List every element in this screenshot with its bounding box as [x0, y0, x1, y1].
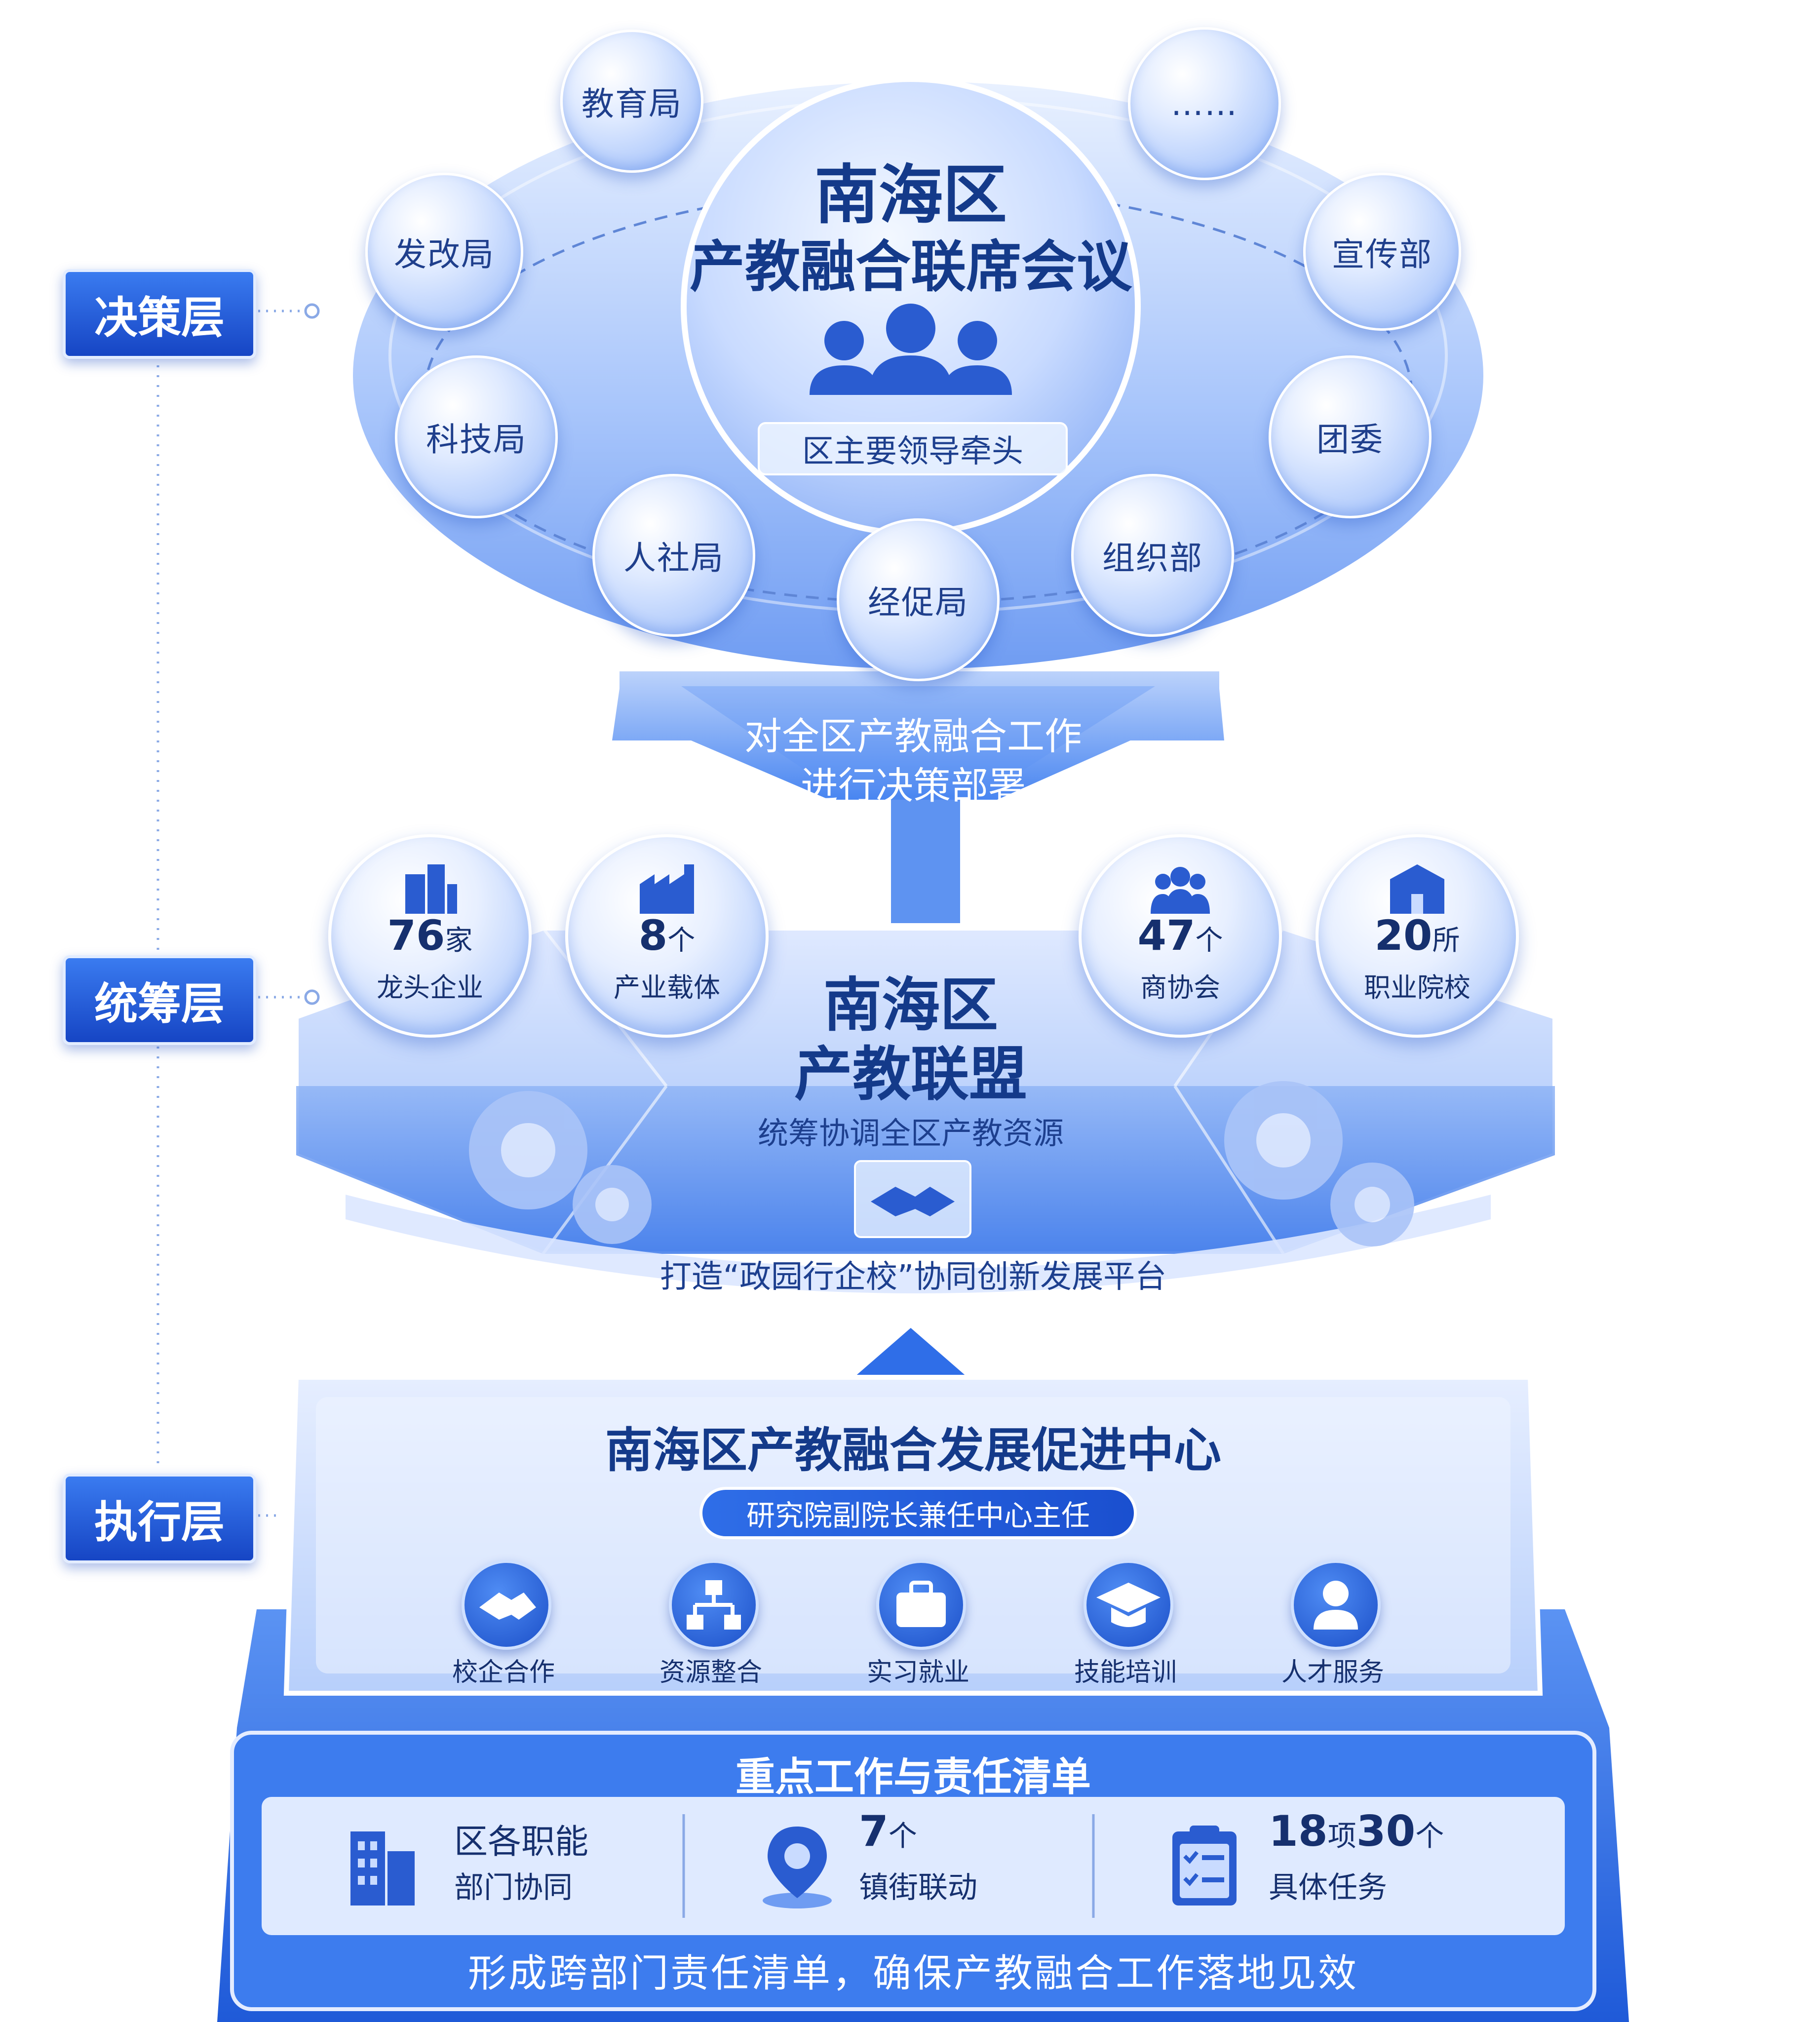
department-bubble: …… [1128, 27, 1281, 180]
department-bubble: 宣传部 [1303, 173, 1461, 331]
coordination-layer-tag: 统筹层 [63, 955, 256, 1045]
platform-label: 打造“政园行企校”协同创新发展平台 [659, 1259, 1167, 1295]
stat-label: 产业载体 [614, 972, 720, 1003]
stat-sphere: 20所 职业院校 [1316, 834, 1519, 1038]
factory-icon [640, 864, 694, 914]
task-list-title: 重点工作与责任清单 [736, 1754, 1091, 1800]
decision-layer-tag: 决策层 [63, 269, 256, 359]
graduation-cap-icon [1084, 1560, 1173, 1650]
decision-lead-label: 区主要领导牵头 [758, 422, 1068, 475]
org-chart-icon [669, 1560, 759, 1650]
arrow-text-line1: 对全区产教融合工作 [744, 714, 1082, 758]
function-label: 实习就业 [866, 1658, 969, 1687]
alliance-title-line2: 产教联盟 [794, 1040, 1027, 1108]
stat-label: 商协会 [1140, 972, 1220, 1003]
person-icon [1291, 1560, 1381, 1650]
department-bubble: 团委 [1269, 355, 1432, 518]
decision-title-line1: 南海区 [814, 157, 1007, 233]
stat-number: 47个 [1137, 911, 1223, 960]
department-bubble: 组织部 [1071, 474, 1234, 637]
stat-sphere: 76家 龙头企业 [328, 834, 532, 1038]
stat-number: 8个 [638, 911, 696, 960]
people-group-icon [810, 304, 1012, 395]
alliance-title-line1: 南海区 [823, 971, 998, 1039]
handshake-icon [462, 1560, 551, 1650]
function-label: 人才服务 [1281, 1658, 1384, 1687]
location-pin-icon [763, 1827, 832, 1908]
execution-layer-tag: 执行层 [63, 1474, 256, 1563]
execution-title: 南海区产教融合发展促进中心 [605, 1423, 1221, 1478]
task-item-line2: 部门协同 [454, 1870, 573, 1905]
buildings-icon [405, 864, 457, 914]
alliance-subtitle: 统筹协调全区产教资源 [757, 1115, 1064, 1151]
function-label: 校企合作 [452, 1658, 555, 1687]
checklist-icon [1172, 1826, 1237, 1905]
task-item-line2: 镇街联动 [859, 1870, 977, 1905]
department-bubble: 人社局 [592, 474, 755, 637]
stat-label: 龙头企业 [377, 972, 483, 1003]
arrow-text-line2: 进行决策部署 [801, 764, 1026, 808]
department-bubble: 发改局 [365, 173, 523, 331]
stat-number: 20所 [1374, 911, 1460, 960]
handshake-icon [871, 1187, 955, 1216]
department-bubble: 科技局 [395, 355, 558, 518]
function-label: 资源整合 [659, 1658, 762, 1687]
school-icon [1390, 864, 1444, 914]
stat-sphere: 8个 产业载体 [565, 834, 769, 1038]
task-item-number: 7个 [859, 1807, 917, 1856]
office-building-icon [350, 1831, 415, 1905]
stat-number: 76家 [387, 911, 473, 960]
decision-title-line2: 产教融合联席会议 [690, 235, 1132, 299]
task-list-footer: 形成跨部门责任清单，确保产教融合工作落地见效 [467, 1951, 1358, 1996]
stat-sphere: 47个 商协会 [1079, 834, 1282, 1038]
task-item-line1: 区各职能 [454, 1823, 589, 1862]
people-group-icon [1151, 867, 1210, 914]
function-label: 技能培训 [1074, 1658, 1177, 1687]
department-bubble: 教育局 [560, 30, 703, 173]
execution-director: 研究院副院长兼任中心主任 [746, 1499, 1090, 1532]
task-item-number: 18项30个 [1269, 1807, 1444, 1856]
department-bubble: 经促局 [837, 518, 1000, 681]
stat-label: 职业院校 [1364, 972, 1471, 1003]
briefcase-icon [876, 1560, 966, 1650]
handshake-badge [854, 1160, 971, 1238]
task-item-line2: 具体任务 [1269, 1870, 1387, 1905]
